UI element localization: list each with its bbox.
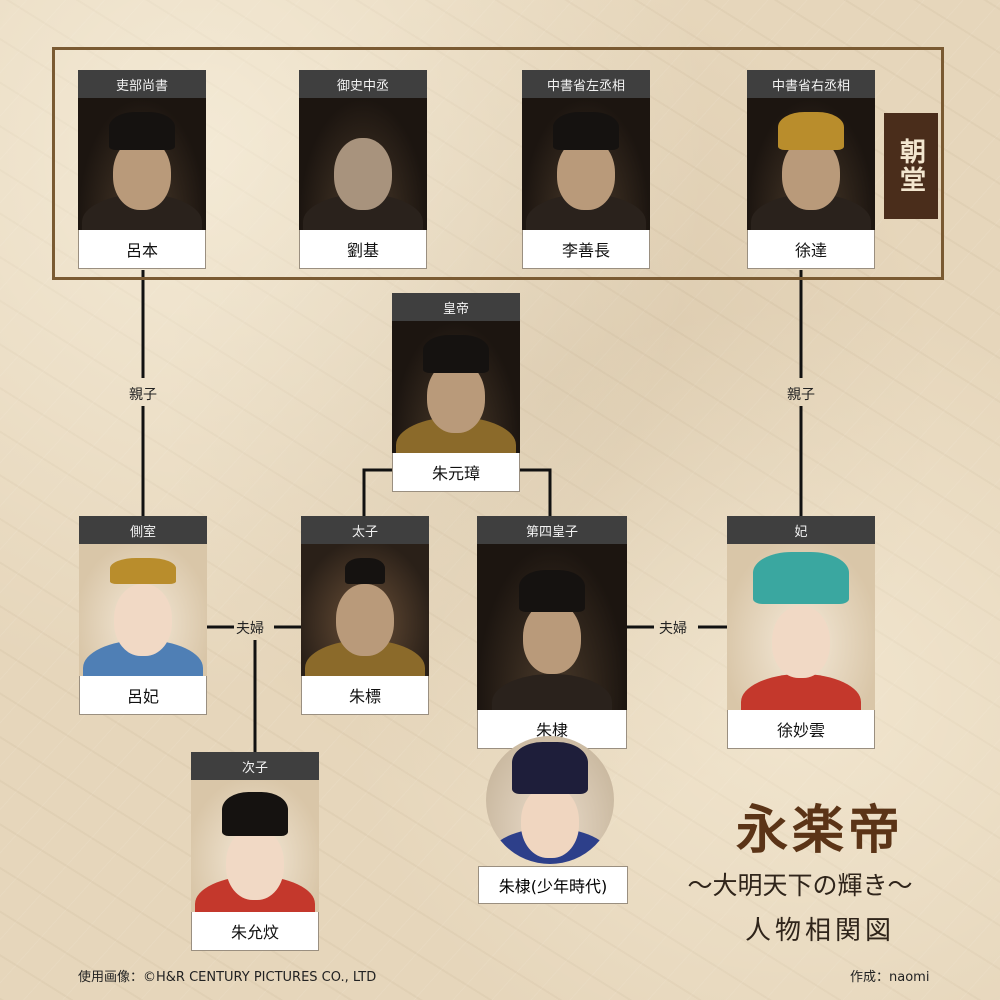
line-emperor-to-fourth-prince [520, 468, 552, 516]
card-zhu-biao: 太子 朱標 [301, 516, 429, 715]
author-credit: 作成：naomi [850, 970, 930, 985]
card-xu-da: 中書省右丞相 徐達 [747, 70, 875, 269]
name-label: 李善長 [522, 230, 650, 269]
role-label: 中書省左丞相 [522, 70, 650, 98]
name-label: 朱棣 [477, 710, 627, 749]
portrait-photo [299, 98, 427, 230]
role-label: 御史中丞 [299, 70, 427, 98]
name-label: 朱允炆 [191, 912, 319, 951]
portrait-photo [477, 544, 627, 710]
role-label: 第四皇子 [477, 516, 627, 544]
name-label: 徐妙雲 [727, 710, 875, 749]
portrait-photo [301, 544, 429, 676]
relation-spouse-right: 夫婦 [659, 621, 687, 637]
name-label: 徐達 [747, 230, 875, 269]
court-frame [52, 47, 944, 280]
card-lu-ben: 吏部尚書 呂本 [78, 70, 206, 269]
title-subtitle: 〜大明天下の輝き〜 [687, 871, 913, 900]
portrait-photo [78, 98, 206, 230]
portrait-photo [727, 544, 875, 710]
name-label: 呂本 [78, 230, 206, 269]
name-label: 劉基 [299, 230, 427, 269]
name-label: 朱元璋 [392, 453, 520, 492]
portrait-photo [79, 544, 207, 676]
card-zhu-yunwen: 次子 朱允炆 [191, 752, 319, 951]
name-label-young-zhudi: 朱棣(少年時代) [478, 866, 628, 904]
role-label: 中書省右丞相 [747, 70, 875, 98]
role-label: 皇帝 [392, 293, 520, 321]
portrait-photo [392, 321, 520, 453]
line-emperor-to-crown-prince [362, 468, 392, 516]
card-consort-lu: 側室 呂妃 [79, 516, 207, 715]
relation-parent-child-left: 親子 [129, 387, 157, 403]
relation-spouse-left: 夫婦 [236, 621, 264, 637]
image-credit: 使用画像：©H&R CENTURY PICTURES CO., LTD [78, 970, 377, 985]
role-label: 吏部尚書 [78, 70, 206, 98]
card-li-shanchang: 中書省左丞相 李善長 [522, 70, 650, 269]
card-xu-miaoyun: 妃 徐妙雲 [727, 516, 875, 749]
portrait-photo [747, 98, 875, 230]
role-label: 側室 [79, 516, 207, 544]
portrait-photo [191, 780, 319, 912]
role-label: 次子 [191, 752, 319, 780]
portrait-young-zhudi [486, 736, 614, 864]
card-liu-ji: 御史中丞 劉基 [299, 70, 427, 269]
name-label: 呂妃 [79, 676, 207, 715]
portrait-photo [522, 98, 650, 230]
court-label: 朝堂 [884, 113, 938, 219]
relation-parent-child-right: 親子 [787, 387, 815, 403]
title-chart: 人物相関図 [744, 916, 895, 946]
card-zhu-di: 第四皇子 朱棣 [477, 516, 627, 749]
role-label: 妃 [727, 516, 875, 544]
name-label: 朱標 [301, 676, 429, 715]
role-label: 太子 [301, 516, 429, 544]
card-zhu-yuanzhang: 皇帝 朱元璋 [392, 293, 520, 492]
title-main: 永楽帝 [735, 800, 904, 861]
